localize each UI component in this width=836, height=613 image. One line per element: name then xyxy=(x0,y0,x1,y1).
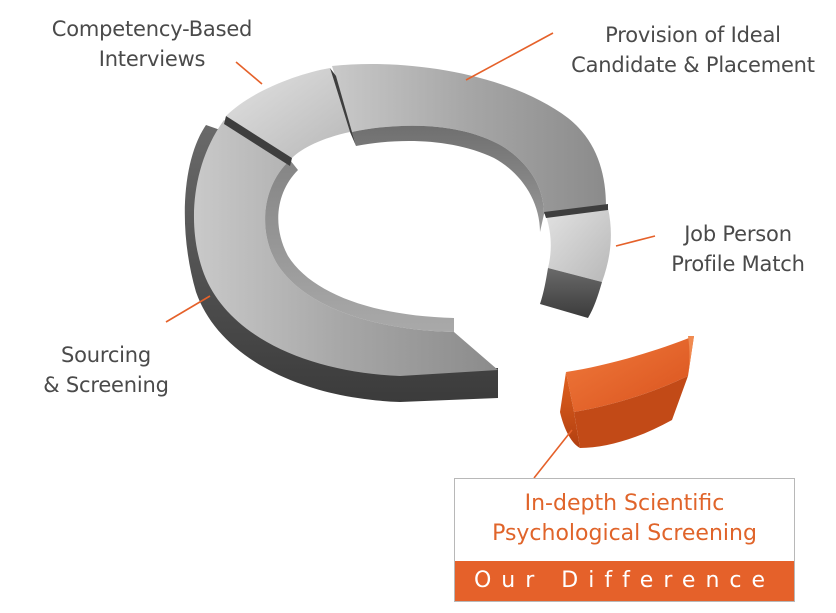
label-line: Provision of Ideal xyxy=(605,23,781,47)
label-line: Competency-Based xyxy=(51,17,253,41)
segment-jobmatch-side xyxy=(540,268,602,318)
segment-orange-bottom xyxy=(574,376,688,448)
label-line: Sourcing xyxy=(60,343,152,367)
callout-box: In-depth Scientific Psychological Screen… xyxy=(454,478,795,602)
label-line: & Screening xyxy=(43,373,169,397)
label-line: Candidate & Placement xyxy=(571,53,815,77)
segment-jobmatch-top xyxy=(546,208,611,282)
segment-sourcing-top xyxy=(193,120,498,376)
segment-sourcing-inner xyxy=(265,160,454,332)
leader-provision xyxy=(465,32,554,81)
callout-title-line: Psychological Screening xyxy=(492,521,757,546)
leader-lines xyxy=(165,32,656,479)
label-line: Interviews xyxy=(98,47,206,71)
label-provision-placement: Provision of Ideal Candidate & Placement xyxy=(548,20,836,80)
segment-orange-front xyxy=(560,372,580,448)
leader-jobmatch xyxy=(615,235,656,247)
leader-interviews xyxy=(235,61,263,85)
label-sourcing-screening: Sourcing & Screening xyxy=(26,340,186,400)
label-job-person-match: Job Person Profile Match xyxy=(650,219,826,279)
segment-jobmatch-edge xyxy=(544,204,608,218)
callout-title-line: In-depth Scientific xyxy=(524,491,725,516)
label-line: Profile Match xyxy=(671,252,805,276)
label-line: Job Person xyxy=(684,222,792,246)
leader-sourcing xyxy=(165,295,211,323)
segment-provision-top xyxy=(332,64,606,214)
callout-footer-banner: Our Difference xyxy=(455,561,794,601)
segment-orange-top xyxy=(566,336,694,412)
segment-provision-inner xyxy=(352,125,544,232)
label-competency-interviews: Competency-Based Interviews xyxy=(38,14,266,74)
segment-interviews-top xyxy=(226,68,350,158)
callout-title: In-depth Scientific Psychological Screen… xyxy=(455,489,794,549)
segment-interviews-edge xyxy=(224,116,292,166)
segment-provision-edge xyxy=(330,68,356,146)
segment-orange-face xyxy=(688,336,694,376)
leader-orange xyxy=(533,429,573,479)
segment-sourcing-side xyxy=(184,125,498,402)
